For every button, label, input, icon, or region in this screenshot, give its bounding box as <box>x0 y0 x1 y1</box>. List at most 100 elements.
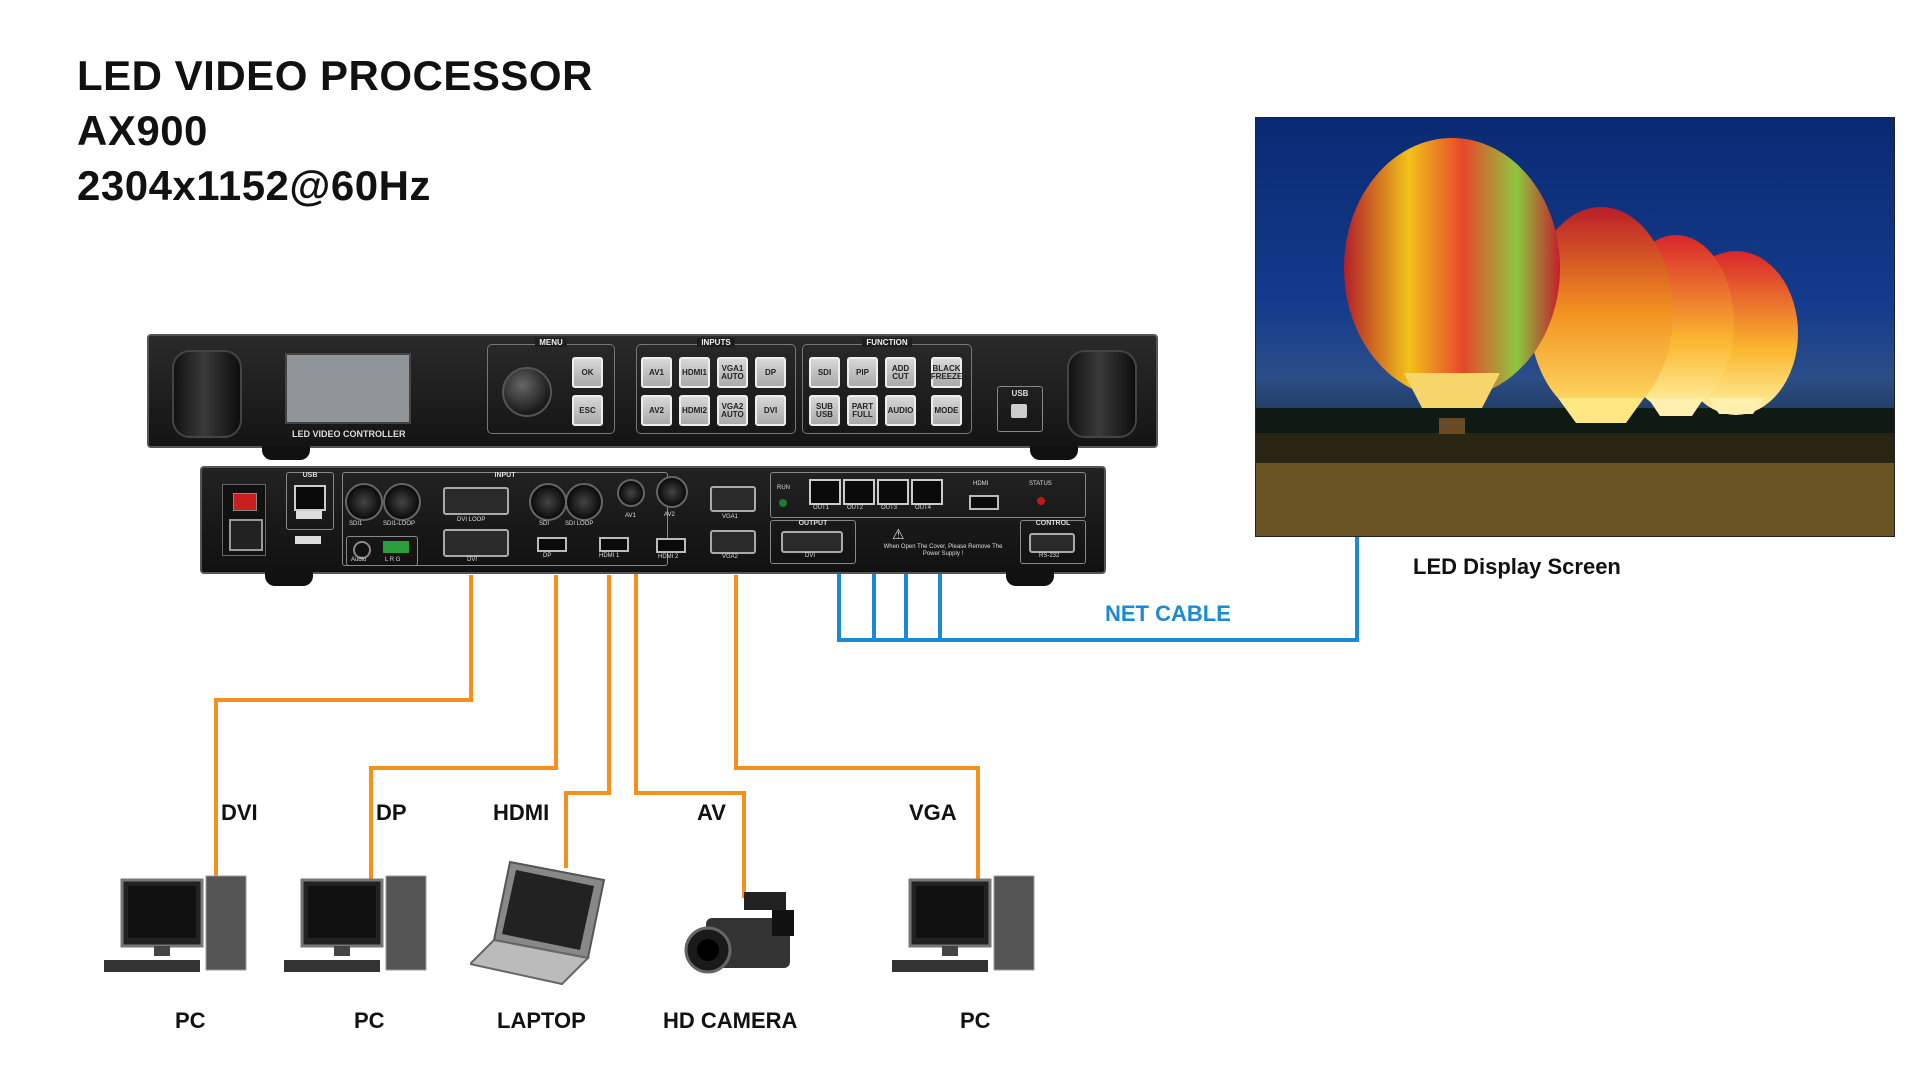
dp-cable <box>369 575 558 882</box>
dp-signal-label: DP <box>376 800 407 825</box>
input-button-hdmi2[interactable]: HDMI2 <box>679 395 710 426</box>
av1-port[interactable] <box>617 479 645 507</box>
out4-port[interactable] <box>911 479 943 505</box>
led-display-screen <box>1255 117 1895 537</box>
input-button-vga1[interactable]: VGA1 AUTO <box>717 357 748 388</box>
function-button-black-freeze[interactable]: BLACK FREEZE <box>931 357 962 388</box>
sdi-loop-label: SDI LOOP <box>565 521 594 527</box>
function-button-pip[interactable]: PIP <box>847 357 878 388</box>
av2-port[interactable] <box>656 476 688 508</box>
device-label-pc-1: PC <box>175 1008 206 1033</box>
av-signal-label: AV <box>697 800 726 825</box>
processor-front-panel: LED VIDEO CONTROLLER MENU OK ESC INPUTS … <box>147 334 1158 448</box>
dvi-loop-port[interactable] <box>443 487 509 515</box>
sdi1-loop-label: SDI1-LOOP <box>383 521 416 527</box>
front-usb-port[interactable]: USB <box>997 386 1043 432</box>
dvi-signal-label: DVI <box>221 800 258 825</box>
device-label-pc-2: PC <box>354 1008 385 1033</box>
pc-icon <box>892 875 1035 972</box>
device-label-pc-3: PC <box>960 1008 991 1033</box>
menu-title: MENU <box>535 338 567 347</box>
rear-foot-right <box>1006 572 1054 586</box>
dp-port[interactable] <box>537 537 567 552</box>
hdmi2-label: HDMI 2 <box>658 554 679 560</box>
input-button-dp[interactable]: DP <box>755 357 786 388</box>
function-button-audio[interactable]: AUDIO <box>885 395 916 426</box>
dvi-output-port[interactable] <box>781 531 843 553</box>
output-network-group: RUN OUT1 OUT2 OUT3 OUT4 HDMI STATUS <box>770 472 1086 518</box>
function-title: FUNCTION <box>862 338 912 347</box>
lrg-label: L R G <box>385 557 401 563</box>
pc-icon <box>104 875 247 972</box>
vga-cable <box>734 575 980 882</box>
rs232-port[interactable] <box>1029 533 1075 553</box>
out1-port[interactable] <box>809 479 841 505</box>
function-button-part-full[interactable]: PART FULL <box>847 395 878 426</box>
sdi-label: SDI <box>539 521 550 527</box>
front-foot-right <box>1030 446 1078 460</box>
function-button-add-cut[interactable]: ADD CUT <box>885 357 916 388</box>
camera-icon <box>684 892 794 974</box>
out3-label: OUT3 <box>881 505 898 511</box>
net-cable-label: NET CABLE <box>1105 601 1231 626</box>
run-led-icon <box>779 499 787 507</box>
input-group: INPUT SDI1 SDI1-LOOP DVI LOOP DVI SDI SD… <box>342 472 668 566</box>
function-button-sub-usb[interactable]: SUB USB <box>809 395 840 426</box>
rear-usb-port-1[interactable] <box>296 511 322 519</box>
sdi-loop-port[interactable] <box>565 483 603 521</box>
control-group: CONTROL RS-232 <box>1020 520 1086 564</box>
input-button-av1[interactable]: AV1 <box>641 357 672 388</box>
input-button-av2[interactable]: AV2 <box>641 395 672 426</box>
lcd-screen <box>285 353 411 424</box>
menu-knob[interactable] <box>502 367 552 417</box>
inputs-title: INPUTS <box>697 338 735 347</box>
rear-ethernet-port[interactable] <box>294 485 326 511</box>
esc-button[interactable]: ESC <box>572 395 603 426</box>
inputs-group: INPUTS AV1 HDMI1 VGA1 AUTO DP AV2 HDMI2 … <box>636 338 796 434</box>
output-title: OUTPUT <box>798 520 828 527</box>
vga-signal-label: VGA <box>909 800 957 825</box>
warning-icon: ⚠ <box>892 526 905 542</box>
vga2-port[interactable] <box>710 530 756 554</box>
out3-port[interactable] <box>877 479 909 505</box>
av-cable <box>634 505 746 898</box>
input-button-dvi[interactable]: DVI <box>755 395 786 426</box>
out2-port[interactable] <box>843 479 875 505</box>
vga1-port[interactable] <box>710 486 756 512</box>
hdmi-output-port[interactable] <box>969 495 999 510</box>
sdi1-loop-port[interactable] <box>383 483 421 521</box>
hdmi1-port[interactable] <box>599 537 629 552</box>
input-button-hdmi1[interactable]: HDMI1 <box>679 357 710 388</box>
dvi-output-label: DVI <box>805 553 816 559</box>
dvi-input-label: DVI <box>467 557 478 563</box>
out1-label: OUT1 <box>813 505 830 511</box>
ok-button[interactable]: OK <box>572 357 603 388</box>
lrg-terminal[interactable] <box>383 541 409 553</box>
rear-usb-port-2[interactable] <box>295 536 321 544</box>
audio-jack[interactable] <box>353 541 371 559</box>
left-rack-handle <box>172 350 242 438</box>
power-switch-icon[interactable] <box>233 493 257 511</box>
hdmi1-label: HDMI 1 <box>599 553 620 559</box>
sdi-port[interactable] <box>529 483 567 521</box>
power-inlet[interactable] <box>222 484 266 556</box>
input-button-vga2[interactable]: VGA2 AUTO <box>717 395 748 426</box>
out2-label: OUT2 <box>847 505 864 511</box>
run-label: RUN <box>777 485 790 491</box>
rear-usb-group: USB <box>286 472 334 530</box>
dp-label: DP <box>543 553 552 559</box>
dvi-input-port[interactable] <box>443 529 509 557</box>
hdmi-signal-label: HDMI <box>493 800 550 825</box>
function-button-mode[interactable]: MODE <box>931 395 962 426</box>
laptop-icon <box>470 860 606 986</box>
hdmi-cable <box>564 575 611 868</box>
hdmi2-port[interactable] <box>656 538 686 553</box>
function-button-sdi[interactable]: SDI <box>809 357 840 388</box>
sdi1-port[interactable] <box>345 483 383 521</box>
title-line-2: AX900 <box>77 107 208 154</box>
output-dvi-group: OUTPUT DVI <box>770 520 856 564</box>
model-label: LED VIDEO CONTROLLER <box>292 429 406 439</box>
control-title: CONTROL <box>1035 520 1071 527</box>
title-line-3: 2304x1152@60Hz <box>77 162 431 209</box>
